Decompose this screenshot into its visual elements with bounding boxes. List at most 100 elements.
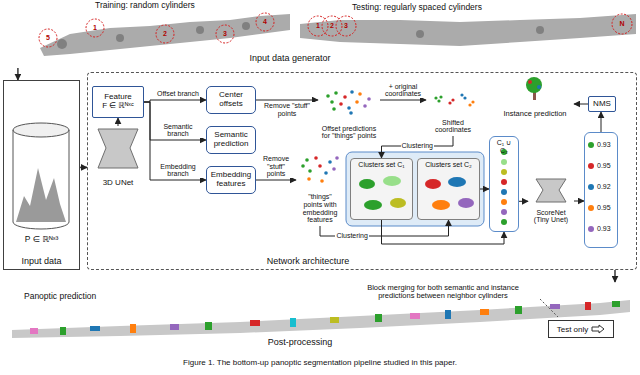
cylinder-circle (256, 13, 274, 31)
node-text: Post-processing (250, 338, 350, 348)
segment (612, 301, 620, 307)
scorenet-block: ScoreNet (Tiny Unet) (528, 176, 574, 226)
cluster-oval (425, 179, 441, 189)
score-dot (588, 163, 594, 169)
point (439, 95, 442, 98)
segment (585, 302, 591, 310)
segment (445, 310, 451, 319)
callout-number: N (617, 19, 627, 29)
connector (144, 100, 206, 102)
segment (515, 306, 522, 314)
scorenet-shape (536, 179, 566, 202)
figure-caption: Figure 1. The bottom-up panoptic segment… (0, 358, 640, 367)
proposal-dot (501, 189, 507, 195)
proposal-dot (501, 209, 507, 215)
proposal-dot (501, 159, 507, 165)
node-text: "things" points with embedding features (298, 193, 342, 224)
shifted-points (434, 93, 474, 106)
cluster-oval (448, 177, 466, 187)
cluster-region (346, 152, 484, 226)
point (307, 177, 311, 181)
segment (130, 324, 136, 333)
cluster-box-fill (417, 158, 480, 220)
node-text: F ∈ ℝᴺˣᶜ (102, 102, 134, 111)
tree-blob (116, 34, 124, 42)
node-text: Panoptic prediction (24, 292, 134, 301)
connector (574, 104, 588, 105)
node-text: ScoreNet (Tiny Unet) (530, 209, 572, 224)
point (326, 94, 330, 98)
score-column: 0.930.950.920.950.93 (584, 132, 618, 248)
segment (170, 324, 179, 330)
point (318, 164, 322, 168)
node-text: Testing: regularly spaced cylinders (352, 3, 552, 12)
panoptic-point-cloud (12, 300, 630, 338)
node-text: Shifted coordinates (428, 119, 478, 134)
cylinder-circle (39, 29, 57, 47)
point (314, 156, 318, 160)
edge-label: Offset branch (156, 90, 200, 98)
node-text: Input data generator (230, 54, 350, 64)
point (358, 92, 362, 96)
proposal-dot (501, 179, 507, 185)
point (451, 98, 454, 101)
score-dot (588, 142, 594, 148)
connector (80, 167, 87, 169)
offset-points (326, 90, 371, 115)
edge-label: Remove "stuff" points (257, 155, 295, 178)
point (350, 90, 354, 94)
legend-entry: Test only (548, 320, 614, 338)
callout-number: 3 (220, 29, 230, 39)
training-point-cloud (40, 14, 290, 56)
node-text: NMS (593, 100, 611, 109)
node-text: Input data (4, 257, 79, 267)
segment (90, 326, 100, 331)
point (367, 97, 371, 101)
process-box: Semantic prediction (206, 126, 256, 154)
cylinder-circle (216, 25, 234, 43)
node-text: Training: random cylinders (95, 1, 265, 10)
proposal-dots (501, 149, 507, 225)
point (460, 93, 463, 96)
point (355, 100, 359, 104)
score-dot (588, 226, 594, 232)
segment (205, 322, 212, 330)
node-text: Block merging for both semantic and inst… (352, 284, 534, 301)
node-text: C₁ ∪ C₂ (492, 139, 516, 154)
hollow-arrow (592, 325, 604, 333)
edge-label: Semantic branch (151, 123, 205, 138)
cluster-box: Clusters set C₂ (417, 158, 480, 220)
cluster-oval (432, 200, 450, 210)
input-data-box: P ∈ ℝᴺˣ³Input data (3, 80, 80, 270)
cylinder-side (69, 130, 70, 222)
legend-text: Test only (557, 325, 589, 334)
process-box: Center offsets (206, 86, 256, 114)
cluster-oval (390, 198, 406, 208)
node-text: Feature (104, 93, 132, 102)
cylinder-circle (612, 14, 632, 34)
point (332, 107, 336, 111)
edge-label: Remove "stuff" points (257, 102, 317, 117)
cylinder-circle (336, 16, 356, 36)
connector (17, 68, 19, 80)
tree-canopy (526, 77, 542, 93)
node-text: Instance prediction (504, 110, 567, 118)
connector (574, 201, 584, 202)
connector (382, 136, 454, 158)
node-text: Offset predictions for "things" points (320, 125, 378, 140)
proposal-dot (501, 219, 507, 225)
point (339, 102, 343, 106)
cluster-oval (364, 200, 382, 210)
generator-region: Training: random cylinders Testing: regul… (0, 0, 640, 68)
proposal-dot (501, 169, 507, 175)
point-cloud-figure: "things" points with embedding features (296, 152, 344, 226)
point (324, 171, 328, 175)
cluster-box: Clusters set C₁ (350, 158, 413, 220)
connector (144, 102, 206, 180)
point (347, 106, 351, 110)
embedding-points (301, 156, 339, 183)
edge-label: + original coordinates (380, 83, 426, 98)
tree-point (528, 80, 532, 84)
point (328, 160, 332, 164)
unet-shape (98, 129, 138, 168)
